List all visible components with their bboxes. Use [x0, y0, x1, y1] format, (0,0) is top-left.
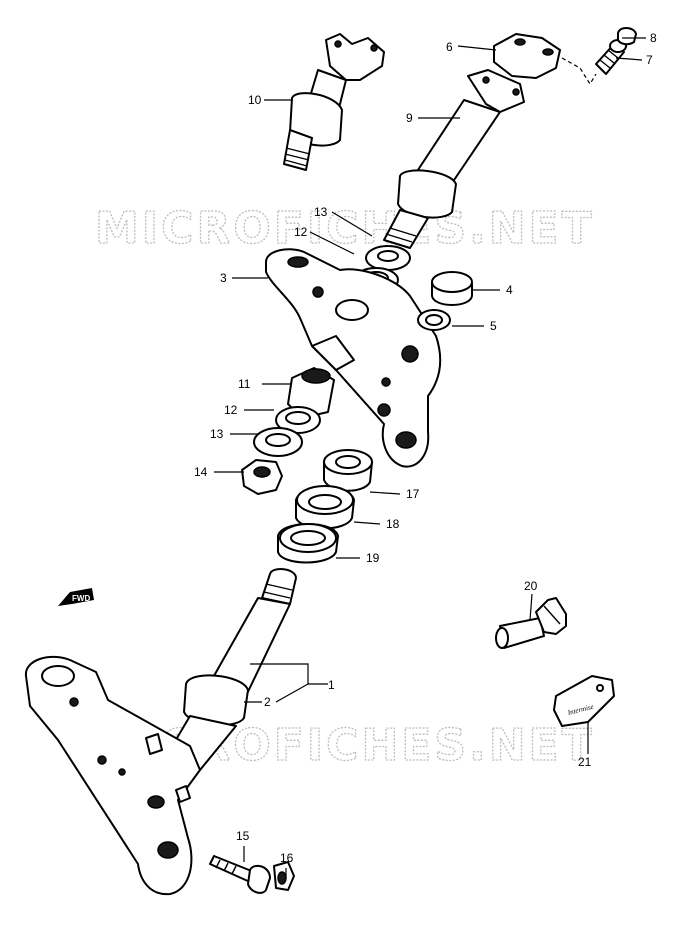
- part-3-upper-bracket: [265, 248, 442, 468]
- part-17-steering-nut: [323, 449, 373, 492]
- callout-21: 21: [578, 755, 592, 769]
- part-13-washer-lower: [253, 427, 303, 457]
- part-16-nut: [273, 861, 295, 891]
- part-8-cap: [617, 27, 637, 46]
- callout-18: 18: [386, 517, 400, 531]
- watermark-top: MICROFICHES.NET: [95, 203, 595, 254]
- part-18-bearing-upper: [295, 485, 355, 530]
- callout-2: 2: [264, 695, 271, 709]
- part-20-key: [495, 597, 567, 649]
- callout-11: 11: [238, 377, 251, 391]
- part-11-spacer: [287, 367, 335, 419]
- callout-14: 14: [194, 465, 208, 479]
- callout-12-lower: 12: [224, 403, 238, 417]
- part-1-lower-bracket: [24, 655, 201, 896]
- callout-5: 5: [490, 319, 497, 333]
- callout-8: 8: [650, 31, 657, 45]
- callout-13-lower: 13: [210, 427, 224, 441]
- part-7-bolt: [595, 39, 627, 75]
- callout-numbers: 1 2 3 4 5 6 7 8 9 10 11 12 12 13 13 14 1…: [194, 31, 657, 865]
- part-6-handlebar-clamp: [493, 33, 561, 79]
- part-21-key-plate: Intermise: [553, 675, 615, 727]
- callout-13-upper: 13: [314, 205, 328, 219]
- callout-15: 15: [236, 829, 250, 843]
- part-19-bearing-lower: [277, 523, 339, 564]
- callout-4: 4: [506, 283, 513, 297]
- leader-lines: [214, 37, 646, 878]
- callout-6: 6: [446, 40, 453, 54]
- callout-9: 9: [406, 111, 413, 125]
- part-12-spacer-lower: [275, 406, 321, 434]
- part-10-left-handlebar: [283, 33, 385, 171]
- part-13-washer-upper: [365, 245, 411, 271]
- callout-3: 3: [220, 271, 227, 285]
- callout-17: 17: [406, 487, 420, 501]
- callout-19: 19: [366, 551, 380, 565]
- callout-20: 20: [524, 579, 538, 593]
- callout-7: 7: [646, 53, 653, 67]
- callout-1: 1: [328, 678, 335, 692]
- callout-10: 10: [248, 93, 262, 107]
- clamp-bolt-dashline: [561, 57, 597, 86]
- part-5-washer: [417, 309, 451, 331]
- part-4-cap: [431, 271, 473, 306]
- fwd-label: FWD: [72, 594, 90, 603]
- callout-12-upper: 12: [294, 225, 308, 239]
- part-14-nut: [241, 459, 283, 495]
- fwd-arrow: FWD: [58, 588, 94, 606]
- callout-16: 16: [280, 851, 294, 865]
- part-9-right-handlebar: [383, 69, 525, 249]
- part-15-bolt: [209, 855, 271, 894]
